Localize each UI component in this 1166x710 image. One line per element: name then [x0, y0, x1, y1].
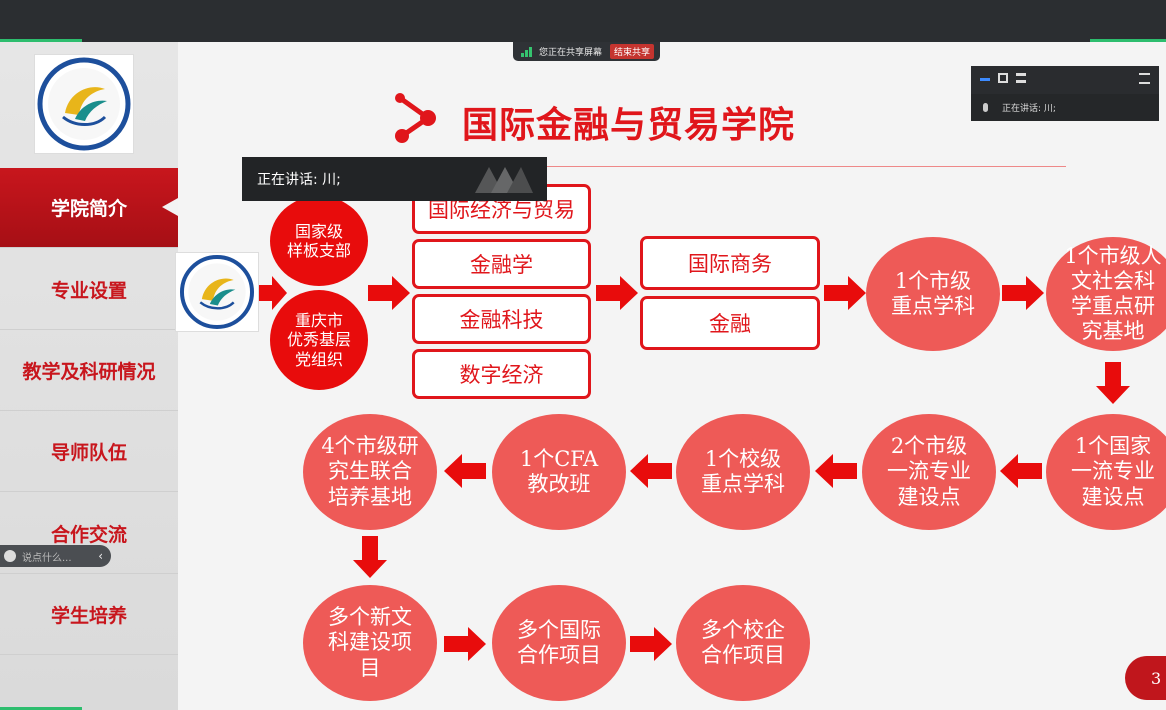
arrow-left-icon — [444, 454, 486, 488]
achievement-circle: 多个新文 科建设项 目 — [303, 585, 437, 701]
page-number-badge: 3 — [1125, 656, 1166, 700]
achievement-circle: 4个市级研 究生联合 培养基地 — [303, 414, 437, 530]
arrow-right-icon — [259, 276, 287, 310]
sidebar-item-cooperation[interactable]: 合作交流 — [0, 494, 178, 574]
arrow-right-icon — [444, 627, 486, 661]
window-icon[interactable] — [998, 73, 1008, 83]
achievement-circle: 多个国际 合作项目 — [492, 585, 626, 701]
minimize-icon[interactable] — [980, 78, 990, 81]
sidebar-item-faculty[interactable]: 导师队伍 — [0, 412, 178, 492]
status-strip — [0, 39, 82, 42]
signal-icon — [521, 46, 533, 57]
major-box: 数字经济 — [412, 349, 591, 399]
panel-speaker-text: 正在讲话: 川; — [1002, 104, 1056, 114]
chevron-left-icon[interactable]: ‹ — [98, 549, 103, 563]
status-strip — [1090, 39, 1166, 42]
video-float-panel: 正在讲话: 川; — [971, 66, 1159, 121]
arrow-left-icon — [630, 454, 672, 488]
share-status-text: 您正在共享屏幕 — [539, 48, 603, 58]
arrow-right-icon — [630, 627, 672, 661]
arrow-down-icon — [1096, 362, 1130, 404]
achievement-circle: 1个市级人 文社会科 学重点研 究基地 — [1046, 237, 1166, 351]
sidebar-item-research[interactable]: 教学及科研情况 — [0, 331, 178, 411]
achievement-circle: 1个CFA 教改班 — [492, 414, 626, 530]
title-divider — [420, 166, 1066, 167]
sidebar-item-majors[interactable]: 专业设置 — [0, 250, 178, 330]
party-circle: 国家级 样板支部 — [270, 196, 368, 286]
arrow-left-icon — [1000, 454, 1042, 488]
arrow-down-icon — [353, 536, 387, 578]
panel-speaker-row: 正在讲话: 川; — [971, 94, 1159, 121]
smile-icon[interactable] — [4, 550, 16, 562]
status-strip — [0, 707, 82, 710]
major-box: 金融科技 — [412, 294, 591, 344]
arrow-right-icon — [368, 276, 410, 310]
watermark-icon — [475, 167, 533, 193]
microphone-icon — [983, 103, 988, 112]
arrow-left-icon — [815, 454, 857, 488]
arrow-right-icon — [1002, 276, 1044, 310]
achievement-circle: 1个市级 重点学科 — [866, 237, 1000, 351]
master-box: 金融 — [640, 296, 820, 350]
achievement-circle: 多个校企 合作项目 — [676, 585, 810, 701]
collapse-panel-icon[interactable] — [1139, 73, 1150, 84]
achievement-circle: 1个校级 重点学科 — [676, 414, 810, 530]
page-number: 3 — [1151, 668, 1162, 688]
speaker-overlay: 正在讲话: 川; — [242, 157, 547, 201]
achievement-circle: 1个国家 一流专业 建设点 — [1046, 414, 1166, 530]
arrow-right-icon — [596, 276, 638, 310]
sidebar-item-students[interactable]: 学生培养 — [0, 575, 178, 655]
active-indicator — [162, 198, 178, 216]
college-logo-small — [175, 252, 259, 332]
college-logo — [34, 54, 134, 154]
stop-share-button[interactable]: 结束共享 — [610, 44, 655, 59]
share-icon — [395, 93, 436, 143]
meeting-top-bar — [0, 0, 1166, 42]
list-view-icon[interactable] — [1016, 73, 1026, 83]
arrow-right-icon — [824, 276, 866, 310]
chat-input-pill[interactable]: 说点什么... ‹ — [0, 545, 111, 567]
speaker-text: 正在讲话: 川; — [257, 172, 341, 188]
master-box: 国际商务 — [640, 236, 820, 290]
chat-placeholder: 说点什么... — [22, 552, 72, 564]
party-circle: 重庆市 优秀基层 党组织 — [270, 290, 368, 390]
sidebar-item-intro[interactable]: 学院简介 — [0, 168, 178, 248]
achievement-circle: 2个市级 一流专业 建设点 — [862, 414, 996, 530]
slide-title: 国际金融与贸易学院 — [462, 105, 796, 146]
major-box: 金融学 — [412, 239, 591, 289]
screen-share-indicator: 您正在共享屏幕 结束共享 — [513, 42, 660, 61]
